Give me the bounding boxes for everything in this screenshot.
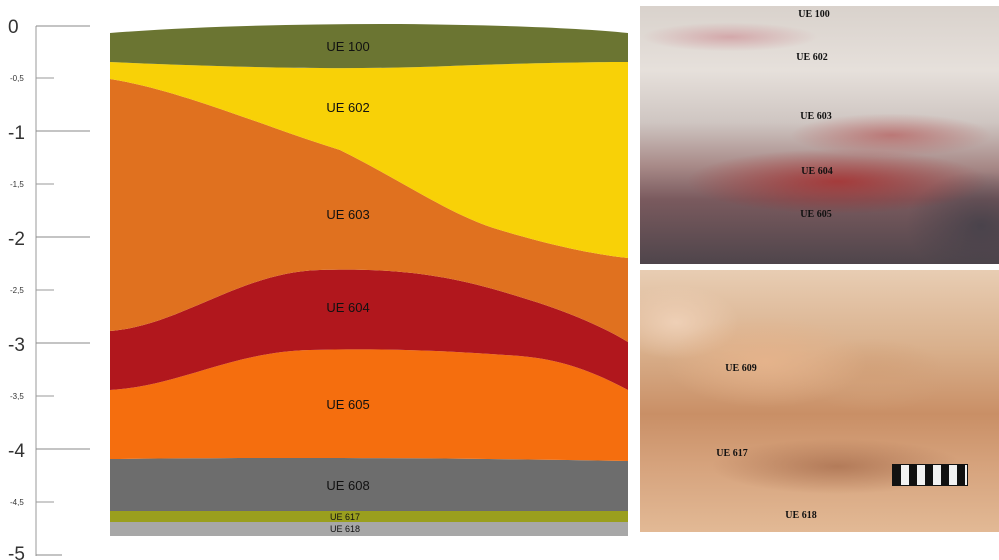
photo-label-ue-605: UE 605 (800, 209, 831, 220)
layer-label-ue-608: UE 608 (326, 478, 369, 493)
layer-label-ue-605: UE 605 (326, 397, 369, 412)
photo-label-ue-604: UE 604 (801, 166, 832, 177)
photo-scale-bar (892, 464, 968, 486)
photo-label-ue-609: UE 609 (725, 363, 756, 374)
excavation-photo: UE 609 UE 617 UE 618 (640, 270, 999, 532)
layer-ue-618 (110, 522, 628, 536)
photo-label-ue-100: UE 100 (798, 9, 829, 20)
profile-photo: UE 100 UE 602 UE 603 UE 604 UE 605 (640, 6, 999, 264)
layer-label-ue-603: UE 603 (326, 207, 369, 222)
layer-label-ue-604: UE 604 (326, 300, 369, 315)
photo-label-ue-602: UE 602 (796, 52, 827, 63)
photo-label-ue-603: UE 603 (800, 111, 831, 122)
layer-label-ue-617: UE 617 (330, 512, 360, 522)
photo-label-ue-617: UE 617 (716, 448, 747, 459)
layer-label-ue-100: UE 100 (326, 39, 369, 54)
photo-label-ue-618: UE 618 (785, 510, 816, 521)
layer-label-ue-602: UE 602 (326, 100, 369, 115)
stratigraphic-section: UE 100 UE 602 UE 603 UE 604 UE 605 UE 60… (0, 0, 640, 560)
layer-label-ue-618: UE 618 (330, 524, 360, 534)
layer-ue-617 (110, 511, 628, 522)
